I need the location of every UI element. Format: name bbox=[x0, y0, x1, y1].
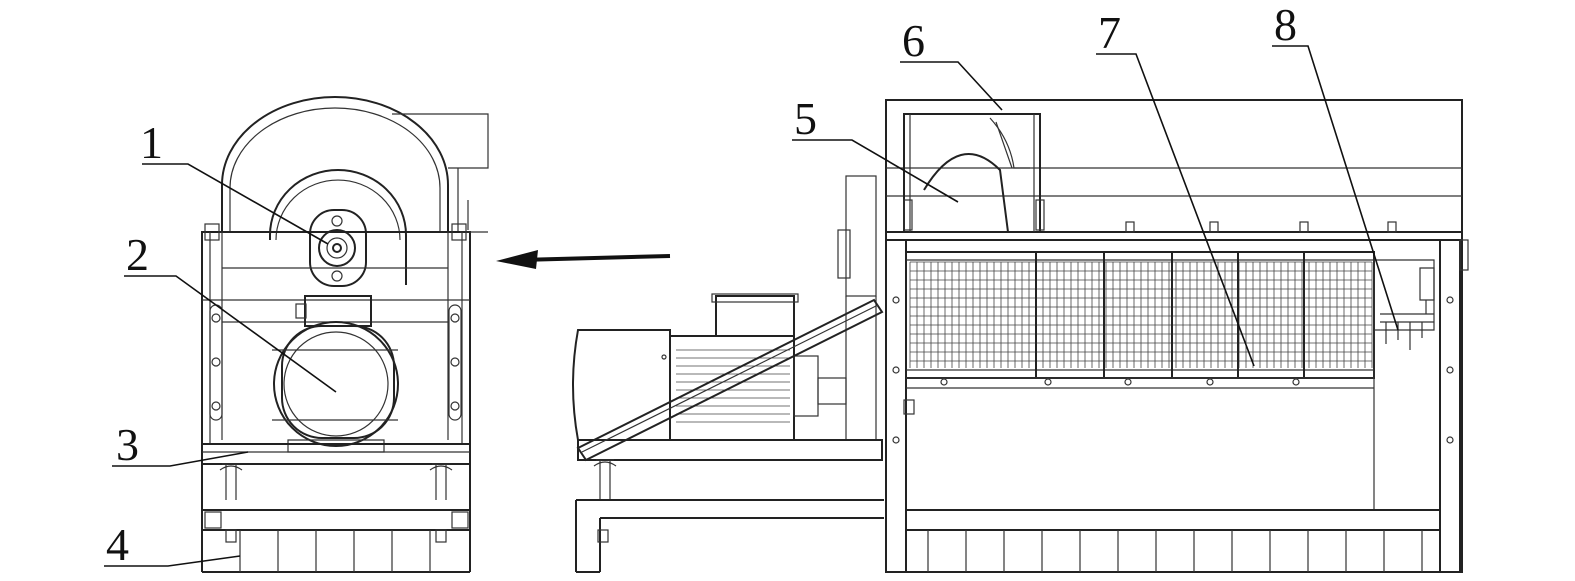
callout-8: 8 bbox=[1274, 0, 1297, 50]
side-view bbox=[572, 99, 1469, 573]
leader-8 bbox=[1272, 45, 1399, 331]
direction-arrow-icon bbox=[496, 250, 671, 269]
callout-2: 2 bbox=[126, 229, 149, 280]
leader-7 bbox=[1096, 53, 1255, 367]
callout-1: 1 bbox=[140, 117, 163, 168]
leader-4 bbox=[104, 555, 241, 567]
callout-7: 7 bbox=[1098, 7, 1121, 58]
leader-1 bbox=[142, 163, 329, 245]
callout-3: 3 bbox=[116, 419, 139, 470]
leader-5 bbox=[792, 139, 959, 203]
end-view bbox=[201, 96, 489, 573]
callout-5: 5 bbox=[794, 93, 817, 144]
leader-6 bbox=[900, 61, 1003, 111]
callout-6: 6 bbox=[902, 15, 925, 66]
leader-3 bbox=[112, 451, 249, 467]
callout-4: 4 bbox=[106, 519, 129, 570]
leader-lines bbox=[104, 45, 1399, 567]
leader-2 bbox=[124, 275, 337, 393]
